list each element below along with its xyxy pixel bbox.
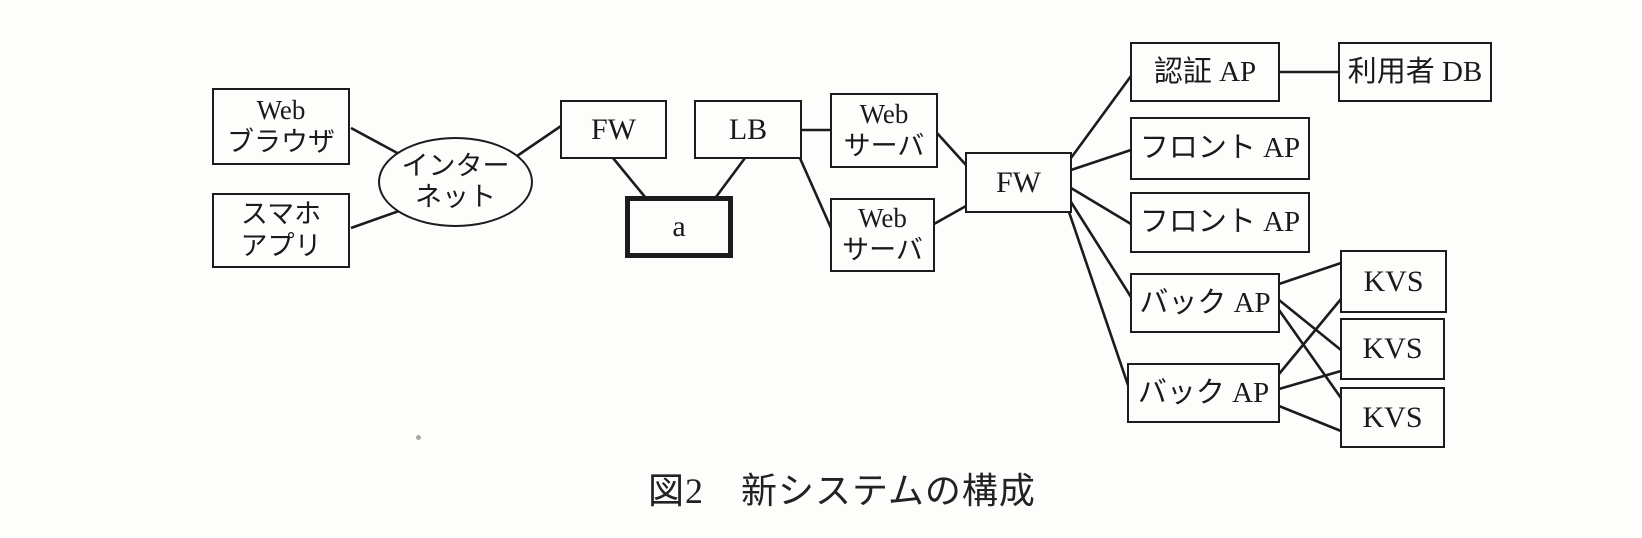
edge-back_ap_1-kvs_1 [1278, 261, 1342, 286]
node-blank-a: a [625, 196, 733, 258]
node-internet: インター ネット [378, 137, 533, 227]
edge-fw_outer-box_a [611, 157, 647, 198]
edge-web_browser-internet [350, 126, 402, 157]
edge-fw_inner-front_ap_2 [1070, 186, 1132, 226]
node-fw-inner: FW [965, 152, 1072, 213]
node-kvs-3: KVS [1340, 387, 1445, 448]
edge-lb-web_server_2 [797, 155, 833, 229]
edge-back_ap_1-kvs_3 [1277, 309, 1343, 399]
node-front-ap-1: フロント AP [1130, 117, 1310, 180]
node-user-db: 利用者 DB [1338, 42, 1492, 102]
edge-internet-fw_outer [516, 124, 562, 158]
node-kvs-1: KVS [1340, 250, 1447, 313]
edge-fw_inner-back_ap_2 [1067, 211, 1131, 389]
node-web-server-2: Web サーバ [830, 198, 935, 272]
node-smartphone-app: スマホ アプリ [212, 193, 350, 268]
edge-back_ap_1-kvs_2 [1278, 298, 1342, 352]
figure-caption: 図2 新システムの構成 [648, 471, 1036, 511]
edge-smartphone_app-internet [350, 209, 400, 230]
edge-fw_inner-auth_ap [1069, 75, 1133, 159]
edge-fw_inner-back_ap_1 [1069, 201, 1133, 298]
node-front-ap-2: フロント AP [1130, 192, 1310, 253]
scan-speck [416, 435, 421, 440]
node-web-browser: Web ブラウザ [212, 88, 350, 165]
edge-back_ap_2-kvs_3 [1278, 404, 1342, 433]
edge-back_ap_2-kvs_2 [1278, 369, 1342, 391]
node-back-ap-1: バック AP [1130, 273, 1280, 333]
edge-web_server_2-fw_inner [933, 204, 967, 226]
node-back-ap-2: バック AP [1127, 363, 1280, 423]
edge-back_ap_2-kvs_1 [1277, 298, 1343, 375]
node-load-balancer: LB [694, 100, 802, 159]
node-fw-outer: FW [560, 100, 667, 159]
node-auth-ap: 認証 AP [1130, 42, 1280, 102]
edge-lb-box_a [714, 157, 747, 198]
node-kvs-2: KVS [1340, 318, 1445, 380]
edge-fw_inner-front_ap_1 [1070, 148, 1132, 172]
edge-web_server_1-fw_inner [936, 132, 967, 166]
node-web-server-1: Web サーバ [830, 93, 938, 168]
